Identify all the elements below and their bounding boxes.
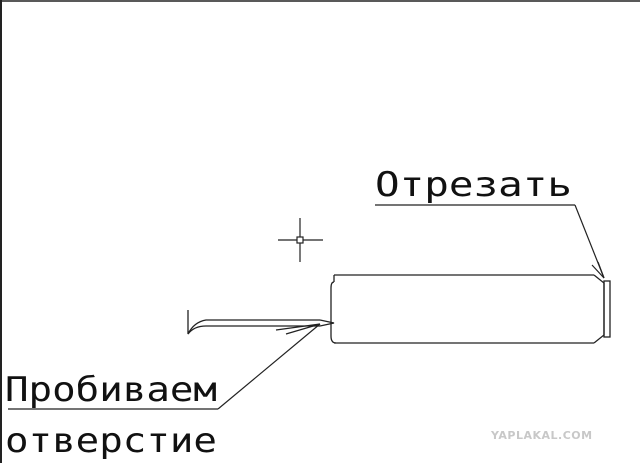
pierce-label-line2: отверстие	[5, 421, 217, 461]
cylinder-shape	[330, 274, 611, 344]
pierce-label-line1: Пробиваем	[5, 370, 217, 410]
watermark-text: YAPLAKAL.COM	[490, 429, 593, 442]
cut-leader-line	[375, 204, 605, 279]
nail-shape	[187, 310, 335, 335]
pierce-leader-line	[8, 323, 321, 410]
crosshair-cursor-icon[interactable]	[278, 218, 323, 262]
cut-label: Отрезать	[375, 165, 572, 205]
